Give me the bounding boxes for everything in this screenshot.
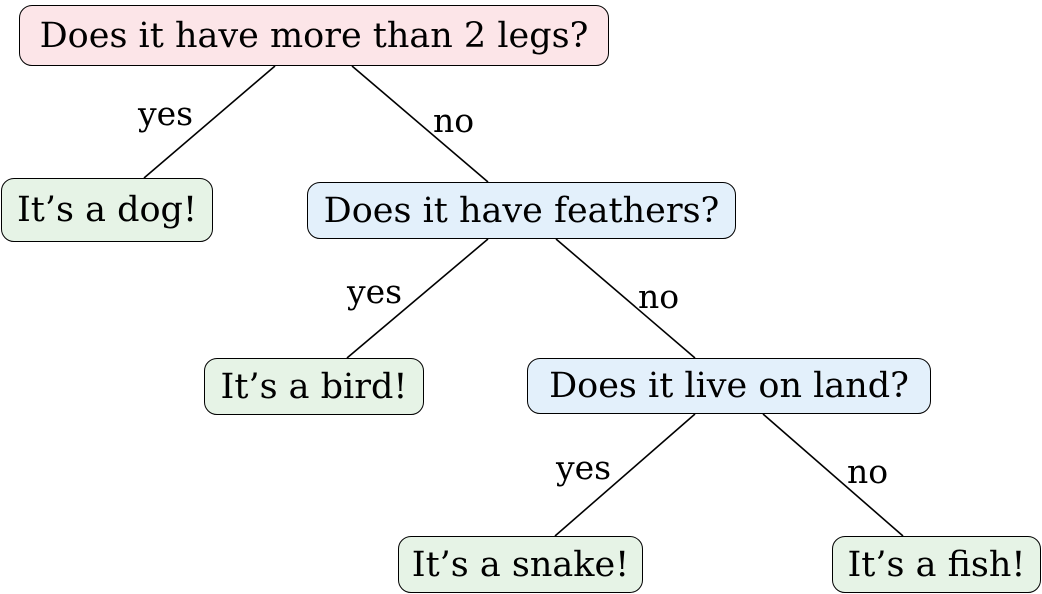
edge-feathers-land [555, 238, 696, 359]
node-has-feathers: Does it have feathers? [307, 182, 736, 239]
edge-label-feathers-land: no [638, 277, 680, 316]
edge-land-fish [762, 413, 904, 537]
edge-label-land-snake: yes [556, 448, 612, 487]
node-lives-on-land: Does it live on land? [527, 358, 931, 414]
edge-label-land-fish: no [847, 452, 889, 491]
edge-label-root-dog: yes [138, 94, 194, 133]
edge-label-root-feathers: no [433, 101, 475, 140]
edge-root-dog [143, 65, 276, 179]
node-dog: It’s a dog! [1, 178, 213, 242]
node-snake: It’s a snake! [398, 536, 643, 593]
edge-label-feathers-bird: yes [347, 272, 403, 311]
node-more-than-two-legs: Does it have more than 2 legs? [19, 5, 609, 66]
node-bird: It’s a bird! [204, 358, 424, 415]
node-fish: It’s a fish! [832, 536, 1041, 593]
edge-root-feathers [351, 65, 489, 183]
edge-feathers-bird [346, 238, 489, 359]
edge-land-snake [554, 413, 696, 537]
